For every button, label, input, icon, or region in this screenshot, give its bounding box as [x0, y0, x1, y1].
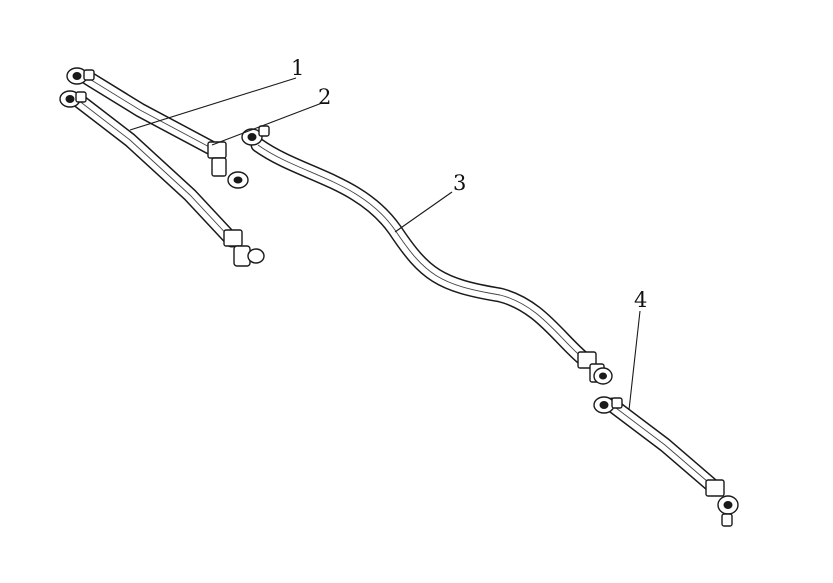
- leader-line-3: [394, 191, 453, 233]
- part-3-right-clamp: [577, 351, 613, 385]
- callout-2: 2: [318, 85, 331, 109]
- part-4-left-ball-joint: [593, 396, 623, 414]
- part-4-rod: [604, 397, 723, 496]
- part-2-rod: [80, 70, 223, 158]
- part-2-clamp: [207, 141, 249, 189]
- part-3-left-ball-joint: [241, 125, 270, 146]
- leader-line-2: [211, 102, 323, 146]
- part-1-rod: [70, 92, 240, 248]
- callout-3: 3: [453, 171, 466, 195]
- callout-4: 4: [634, 288, 647, 312]
- part-1-clamp: [223, 229, 265, 267]
- upper-left-ball-joint: [66, 67, 95, 85]
- part-3-rod: [250, 137, 593, 368]
- leader-line-4: [628, 310, 641, 411]
- part-4-right-clamp: [705, 479, 739, 527]
- lower-left-ball-joint: [59, 90, 87, 108]
- leader-line-1: [129, 77, 297, 131]
- callout-1: 1: [291, 56, 304, 80]
